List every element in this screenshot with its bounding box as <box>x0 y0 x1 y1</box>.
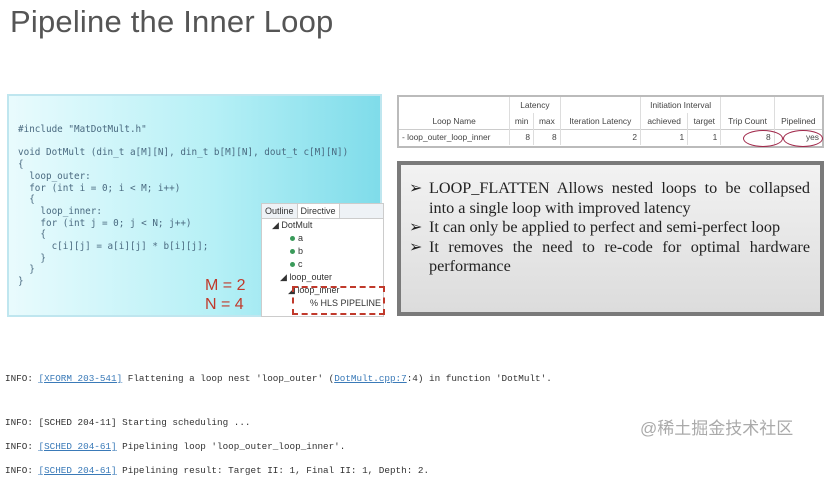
tree-label: loop_outer <box>289 272 332 282</box>
slide-title: Pipeline the Inner Loop <box>10 4 334 39</box>
param-n: N = 4 <box>205 296 244 313</box>
outline-panel: Outline Directive ◢ DotMult a b c ◢ loop… <box>261 203 385 317</box>
log-text: Flattening a loop nest 'loop_outer' ( <box>122 373 335 384</box>
cell-achieved: 1 <box>639 129 688 145</box>
parameters: M = 2 N = 4 <box>205 276 245 314</box>
cell-target: 1 <box>687 129 721 145</box>
source-code: #include "MatDotMult.h" void DotMult (di… <box>18 124 349 288</box>
arrow-bullet-icon: ➢ <box>409 179 423 197</box>
log-prefix: INFO: <box>5 417 39 428</box>
trip-count-oval <box>743 130 783 147</box>
message-link[interactable]: [SCHED 204-61] <box>38 465 117 476</box>
cell-loop-name: - loop_outer_loop_inner <box>402 132 491 143</box>
cell-min: 8 <box>509 129 534 145</box>
code-panel: #include "MatDotMult.h" void DotMult (di… <box>7 94 385 317</box>
bullet-text: It can only be applied to perfect and se… <box>429 218 781 236</box>
loop-report-table: Latency Initiation Interval Loop Name min… <box>397 95 824 148</box>
tree-label: b <box>298 246 304 256</box>
bullet-item: ➢ It can only be applied to perfect and s… <box>409 218 810 238</box>
tree-label: c <box>298 259 303 269</box>
tree-item-loop-outer[interactable]: ◢ loop_outer <box>280 272 332 282</box>
log-line: INFO: [SCHED 204-61] Pipelining loop 'lo… <box>5 441 552 453</box>
tree-item-c[interactable]: c <box>262 258 383 271</box>
log-prefix: INFO: <box>5 465 39 476</box>
log-line: INFO: [SCHED 204-11] Starting scheduling… <box>5 417 552 429</box>
message-id: [SCHED 204-11] <box>38 417 117 428</box>
tree-label: DotMult <box>281 220 313 230</box>
tree-label: % HLS PIPELINE <box>310 298 382 308</box>
highlight-box <box>292 286 385 315</box>
message-link[interactable]: [XFORM 203-541] <box>38 373 123 384</box>
console-log: INFO: [XFORM 203-541] Flattening a loop … <box>5 373 552 477</box>
tree-item-a[interactable]: a <box>262 232 383 245</box>
variable-icon <box>290 262 295 267</box>
tree-item-pipeline-directive[interactable]: % HLS PIPELINE <box>262 297 383 310</box>
log-text: :4) in function 'DotMult'. <box>406 373 552 384</box>
log-text: Pipelining result: Target II: 1, Final I… <box>116 465 430 476</box>
notes-box: ➢ LOOP_FLATTEN Allows nested loops to be … <box>397 161 824 316</box>
cell-max: 8 <box>533 129 561 145</box>
tree-item-dotmult[interactable]: ◢ DotMult <box>272 220 313 230</box>
tab-directive[interactable]: Directive <box>297 204 340 218</box>
bullet-item: ➢ LOOP_FLATTEN Allows nested loops to be … <box>409 179 810 218</box>
variable-icon <box>290 236 295 241</box>
col-loop-name: Loop Name <box>432 115 476 126</box>
bullet-item: ➢ It removes the need to re-code for opti… <box>409 238 810 277</box>
log-prefix: INFO: <box>5 373 39 384</box>
param-m: M = 2 <box>205 277 246 294</box>
group-ii: Initiation Interval <box>639 97 721 113</box>
bullet-text: LOOP_FLATTEN Allows nested loops to be c… <box>429 179 810 217</box>
col-max: max <box>533 113 561 129</box>
tree-item-b[interactable]: b <box>262 245 383 258</box>
tab-outline[interactable]: Outline <box>262 204 298 218</box>
source-link[interactable]: DotMult.cpp:7 <box>334 373 407 384</box>
arrow-bullet-icon: ➢ <box>409 218 423 236</box>
arrow-bullet-icon: ➢ <box>409 237 423 256</box>
log-line: INFO: [XFORM 203-541] Flattening a loop … <box>5 373 552 385</box>
log-text: Starting scheduling ... <box>116 417 251 428</box>
col-iteration-latency: Iteration Latency <box>559 113 641 129</box>
watermark: @稀土掘金技术社区 <box>640 419 794 438</box>
log-line: INFO: [SCHED 204-61] Pipelining result: … <box>5 465 552 477</box>
col-trip-count: Trip Count <box>720 113 775 129</box>
col-target: target <box>687 113 721 129</box>
col-pipelined: Pipelined <box>773 113 822 129</box>
variable-icon <box>290 249 295 254</box>
col-achieved: achieved <box>639 113 688 129</box>
tree-label: a <box>298 233 304 243</box>
cell-iteration-latency: 2 <box>559 129 641 145</box>
tree-label: loop_inner <box>297 285 340 295</box>
tree-item-loop-inner[interactable]: ◢ loop_inner <box>288 285 340 295</box>
group-latency: Latency <box>509 97 561 113</box>
pipelined-oval <box>783 130 823 147</box>
col-min: min <box>509 113 534 129</box>
bullet-text: It removes the need to re-code for optim… <box>429 237 810 276</box>
